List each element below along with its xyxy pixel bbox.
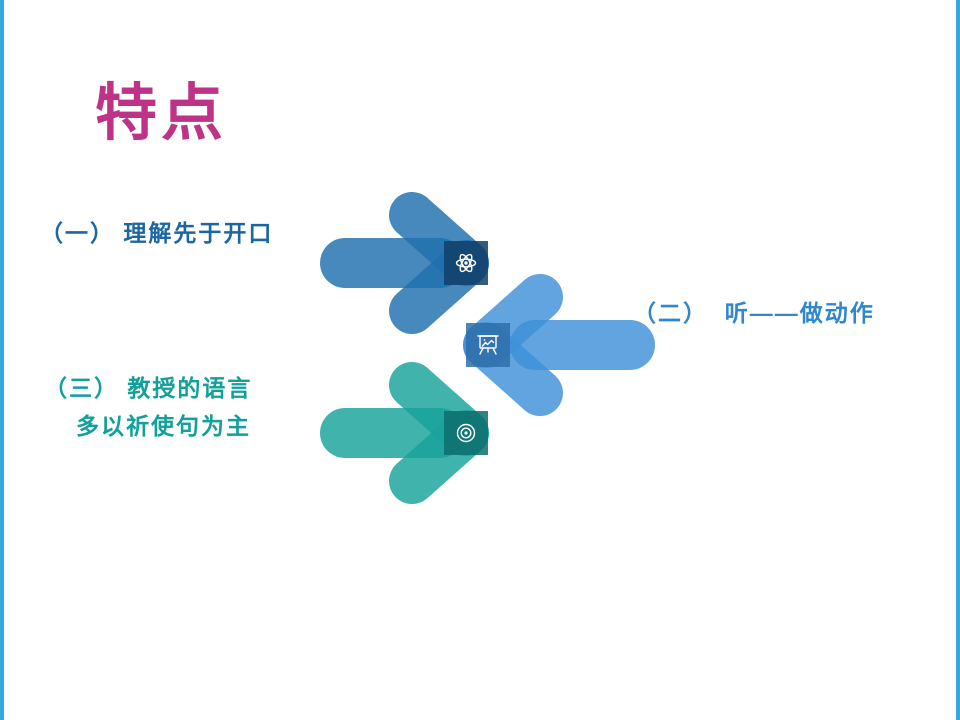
target-icon: [456, 423, 476, 443]
atom-icon: [455, 253, 477, 273]
arrow-3: [320, 362, 489, 504]
left-border-strip: [0, 0, 4, 720]
presentation-board-icon: [477, 335, 499, 355]
right-border-strip: [956, 0, 960, 720]
feature-label-2: （二） 听——做动作: [633, 300, 875, 326]
arrow-1: [320, 192, 489, 334]
feature-label-3-line-2: 多以祈使句为主: [76, 413, 251, 439]
feature-label-3-line-1: （三） 教授的语言: [44, 375, 253, 401]
slide-title: 特点: [95, 79, 228, 148]
arrow-2: [463, 274, 655, 416]
feature-label-1: （一） 理解先于开口: [40, 220, 274, 246]
